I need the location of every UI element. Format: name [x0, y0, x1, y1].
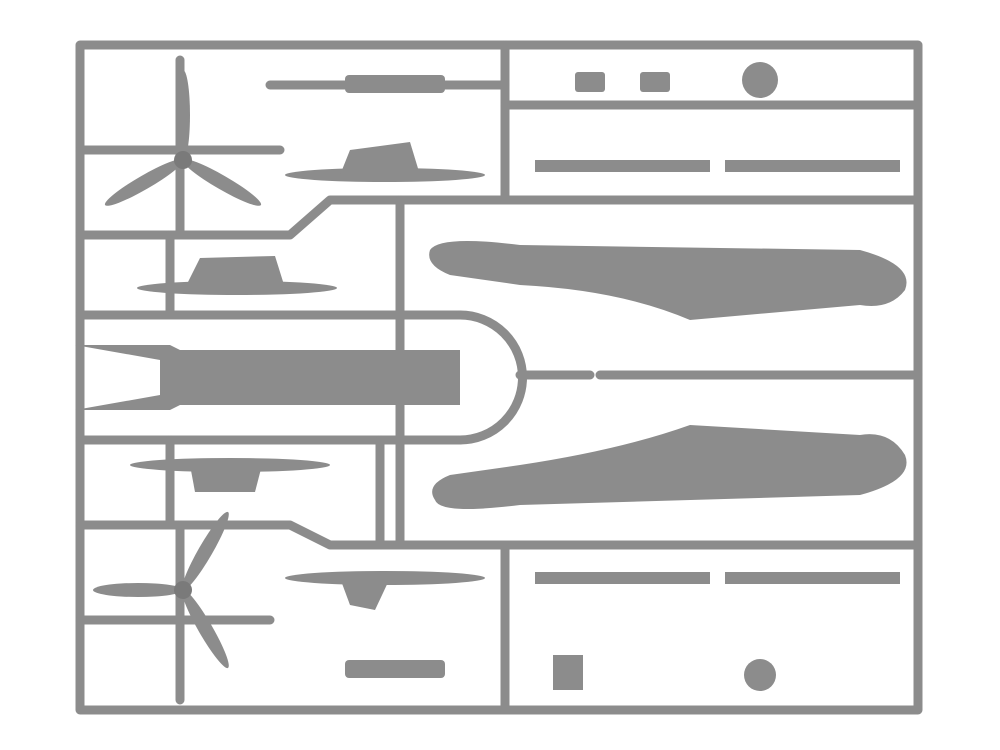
propeller-hub — [174, 151, 192, 169]
propeller-blade — [182, 511, 229, 591]
propeller-blade — [93, 583, 183, 597]
propellers — [93, 70, 262, 669]
fuselage-half-top — [429, 241, 907, 320]
propeller-hub — [174, 581, 192, 599]
propeller-blade — [176, 70, 190, 160]
sprue-parts — [75, 62, 907, 691]
wing-center-section — [75, 345, 460, 410]
propeller-blade — [104, 159, 184, 206]
propeller-icon — [104, 70, 262, 206]
propeller-blade — [182, 159, 262, 206]
propeller-icon — [93, 511, 229, 669]
fuselage-half-bottom — [432, 425, 907, 509]
propeller-blade — [182, 589, 229, 669]
